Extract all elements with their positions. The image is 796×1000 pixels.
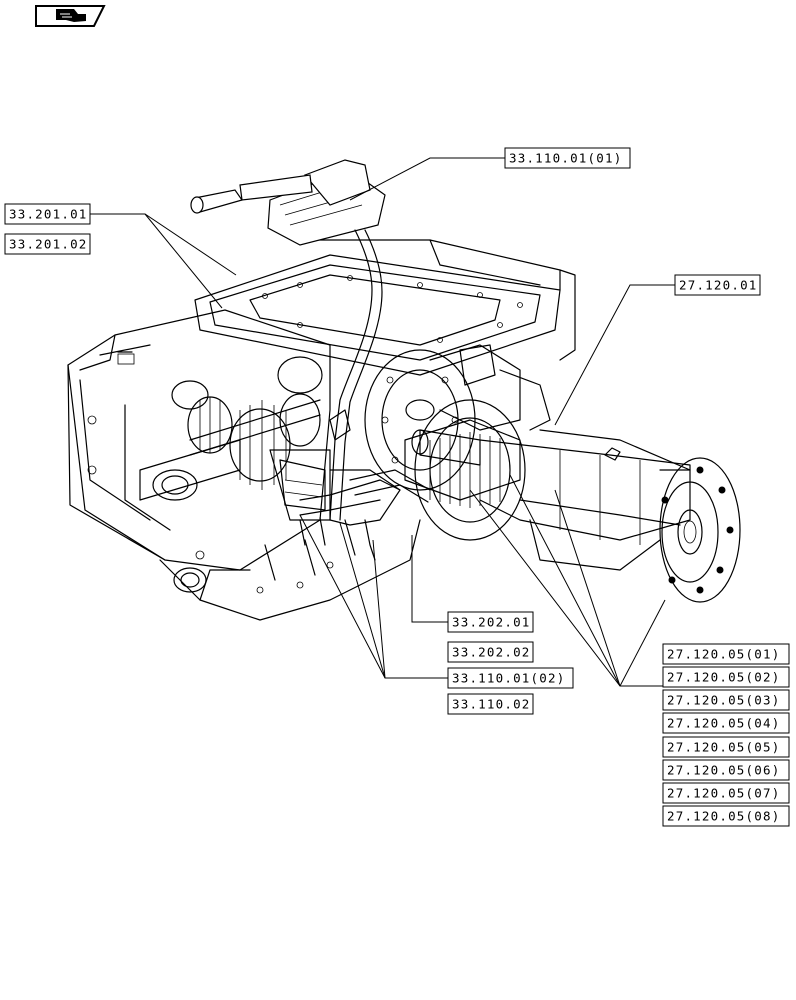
part-ref-box[interactable]	[662, 712, 790, 734]
part-ref-33-110-01-01[interactable]: 33.110.01(01)	[504, 147, 631, 169]
part-ref-27-120-05-05[interactable]: 27.120.05(05)	[662, 736, 790, 758]
part-ref-text[interactable]: 33.202.02	[452, 645, 531, 660]
part-ref-text[interactable]: 27.120.05(06)	[667, 763, 780, 778]
part-ref-27-120-05-01[interactable]: 27.120.05(01)	[662, 643, 790, 665]
part-ref-text[interactable]: 27.120.05(04)	[667, 716, 780, 731]
gear-train	[139, 356, 331, 521]
part-ref-box[interactable]	[504, 147, 631, 169]
part-ref-text[interactable]: 33.110.01(01)	[509, 151, 622, 166]
part-ref-box[interactable]	[662, 689, 790, 711]
part-ref-33-201-01[interactable]: 33.201.01	[4, 203, 91, 225]
part-ref-box[interactable]	[447, 693, 534, 715]
top-cover-gasket	[194, 239, 576, 376]
part-ref-33-201-02[interactable]: 33.201.02	[4, 233, 91, 255]
part-ref-27-120-05-08[interactable]: 27.120.05(08)	[662, 805, 790, 827]
part-ref-text[interactable]: 27.120.05(08)	[667, 809, 780, 824]
part-ref-box[interactable]	[662, 782, 790, 804]
shift-mechanism	[299, 409, 431, 561]
part-ref-text[interactable]: 33.201.01	[9, 207, 88, 222]
part-ref-27-120-05-06[interactable]: 27.120.05(06)	[662, 759, 790, 781]
part-ref-27-120-01[interactable]: 27.120.01	[674, 274, 761, 296]
gearbox-housing	[67, 309, 421, 621]
part-ref-box[interactable]	[447, 667, 574, 689]
book-hand-icon[interactable]	[35, 5, 106, 27]
part-ref-box[interactable]	[674, 274, 761, 296]
part-ref-text[interactable]: 27.120.05(05)	[667, 740, 780, 755]
part-ref-27-120-05-07[interactable]: 27.120.05(07)	[662, 782, 790, 804]
transmission-assembly-illustration	[67, 159, 741, 621]
part-ref-text[interactable]: 27.120.05(02)	[667, 670, 780, 685]
differential-assembly	[329, 344, 551, 541]
leader-lines	[90, 157, 675, 687]
part-ref-box[interactable]	[662, 805, 790, 827]
part-ref-box[interactable]	[4, 233, 91, 255]
part-ref-box[interactable]	[662, 643, 790, 665]
part-ref-box[interactable]	[662, 666, 790, 688]
part-ref-33-110-02[interactable]: 33.110.02	[447, 693, 534, 715]
part-ref-27-120-05-03[interactable]: 27.120.05(03)	[662, 689, 790, 711]
part-ref-text[interactable]: 33.110.02	[452, 697, 531, 712]
part-ref-27-120-05-04[interactable]: 27.120.05(04)	[662, 712, 790, 734]
part-ref-27-120-05-02[interactable]: 27.120.05(02)	[662, 666, 790, 688]
axle-flange	[659, 457, 741, 603]
part-ref-box[interactable]	[4, 203, 91, 225]
part-ref-box[interactable]	[662, 759, 790, 781]
axle-housing	[411, 429, 691, 571]
part-ref-box[interactable]	[662, 736, 790, 758]
gear-shift-lever	[190, 159, 386, 521]
part-ref-33-110-01-02[interactable]: 33.110.01(02)	[447, 667, 574, 689]
part-ref-text[interactable]: 33.202.01	[452, 615, 531, 630]
part-ref-box[interactable]	[447, 641, 534, 663]
part-ref-text[interactable]: 27.120.01	[679, 278, 758, 293]
part-ref-text[interactable]: 27.120.05(07)	[667, 786, 780, 801]
part-reference-labels: 33.110.01(01) 33.201.01 33.201.02 27.120.01…	[4, 147, 790, 827]
part-ref-text[interactable]: 33.201.02	[9, 237, 88, 252]
part-ref-box[interactable]	[447, 611, 534, 633]
part-ref-33-202-01[interactable]: 33.202.01	[447, 611, 534, 633]
part-ref-text[interactable]: 27.120.05(01)	[667, 647, 780, 662]
part-ref-text[interactable]: 27.120.05(03)	[667, 693, 780, 708]
part-ref-text[interactable]: 33.110.01(02)	[452, 671, 565, 686]
part-ref-33-202-02[interactable]: 33.202.02	[447, 641, 534, 663]
